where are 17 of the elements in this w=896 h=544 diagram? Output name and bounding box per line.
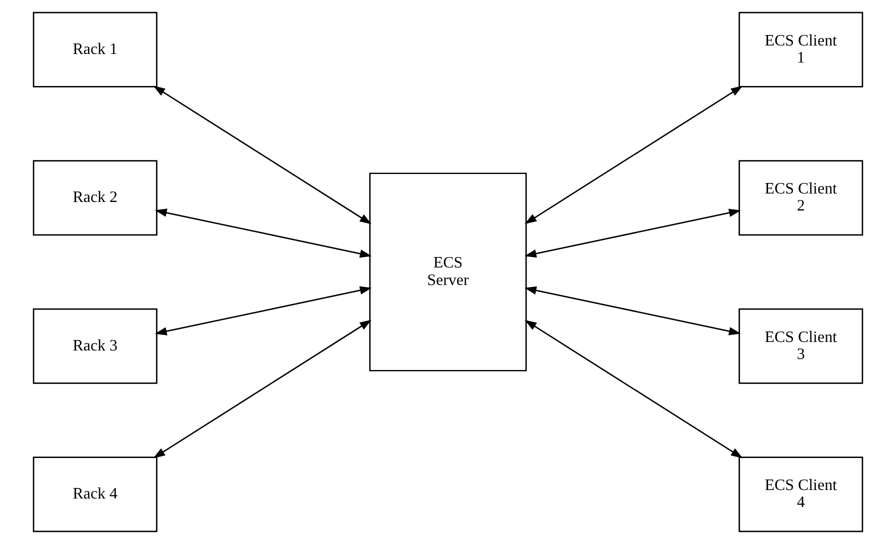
node-box: Rack 1 [32, 12, 158, 88]
node-box: ECS Client 2 [738, 160, 864, 236]
arrow [153, 86, 372, 224]
arrow [524, 286, 741, 336]
node-box: ECS Client 3 [738, 308, 864, 384]
arrow [524, 320, 743, 458]
arrow [524, 208, 741, 258]
node-box: Rack 2 [32, 160, 158, 236]
node-box: ECS Client 4 [738, 456, 864, 532]
node-box: ECS Client 1 [738, 12, 864, 88]
node-box: Rack 3 [32, 308, 158, 384]
arrow [153, 320, 372, 458]
node-box: ECS Server [369, 172, 527, 372]
arrow [154, 208, 372, 258]
arrow [524, 86, 743, 224]
node-box: Rack 4 [32, 456, 158, 532]
arrow [154, 286, 372, 336]
